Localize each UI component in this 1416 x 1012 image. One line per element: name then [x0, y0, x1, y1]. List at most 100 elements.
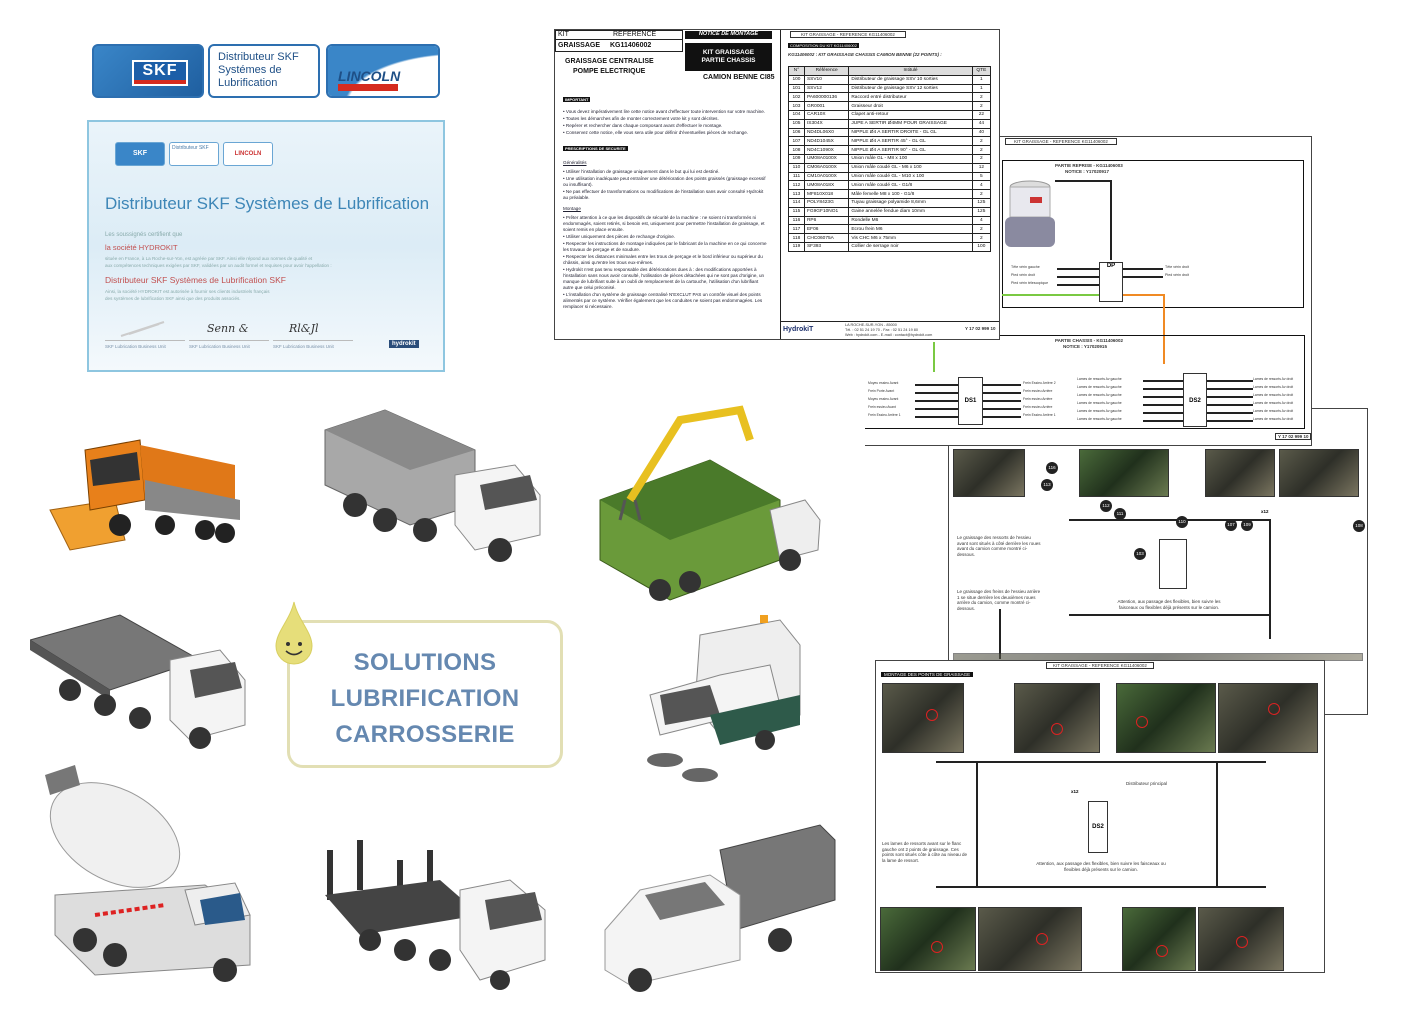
- column-header: QTE: [971, 66, 992, 76]
- table-cell: 2: [971, 101, 992, 111]
- table-cell: 116: [788, 215, 805, 226]
- signature-3: Rl&Jl: [289, 322, 319, 335]
- solutions-line: SOLUTIONS: [353, 649, 497, 676]
- ds-outlet-label: Lames de ressorts Av droit: [1253, 401, 1294, 405]
- table-cell: ND4DL06X0: [803, 127, 850, 138]
- table-cell: 110: [788, 162, 805, 173]
- notice-paragraph: • Hydrokit n'est pas tenu responsable de…: [563, 267, 765, 290]
- ds-outlet-label: Frein essieu Arrière: [1023, 405, 1053, 409]
- note: Le graissage des ressorts de l'essieu av…: [957, 535, 1041, 557]
- table-cell: 12: [971, 162, 992, 173]
- ds-outlet-label: Lames de ressorts Av droit: [1253, 409, 1294, 413]
- table-cell: 4: [971, 180, 992, 191]
- table-cell: Tuyau graissage polyamide 8,6mm: [848, 197, 973, 208]
- table-cell: Union mâle coudé GL - M6 x 100: [848, 162, 973, 173]
- page-header: KIT GRAISSAGE - REFERENCE KG11406002: [1005, 138, 1117, 145]
- flatbed-truck-image: [30, 614, 246, 749]
- hydrokit-logo: HydrokiT: [783, 326, 814, 333]
- note: Attention, aux passage des flexibles, bi…: [1036, 861, 1166, 872]
- ds-outlet-label: Lames de ressorts Av gauche: [1077, 393, 1122, 397]
- note: Attention, aux passage des flexibles, bi…: [1117, 599, 1221, 610]
- signature-1: [120, 321, 165, 337]
- reference-value: KG11406002: [610, 42, 652, 49]
- table-cell: 117: [788, 224, 805, 235]
- notice-paragraph: • Toutes les démarches afin de monter co…: [563, 116, 719, 121]
- section-title: MONTAGE DES POINTS DE GRAISSAGE: [881, 672, 974, 677]
- kit-title: KIT GRAISSAGE: [702, 49, 755, 56]
- table-cell: UM08A0100X: [803, 153, 850, 164]
- table-cell: 106: [788, 127, 805, 138]
- table-cell: Clapet anti-retour: [848, 109, 973, 120]
- signature-2: Senn &: [207, 322, 249, 335]
- certificate-title: Distributeur SKF Systèmes de Lubrificati…: [105, 194, 430, 213]
- notice-paragraph: • Une utilisation inadéquate peut entraî…: [563, 176, 766, 187]
- certificate-body: des systèmes de lubrification SKF ainsi …: [105, 296, 241, 301]
- table-cell: NIPPLE Ø4 A SERTIR DROITE - GL GL: [848, 127, 973, 138]
- part-number-marker: 112: [1100, 500, 1112, 512]
- ds-outlet-label: Lames de ressorts Av droit: [1253, 377, 1294, 381]
- ds-outlet-label: Moyeu essieu Avant: [868, 381, 899, 385]
- certificate-subtitle: Distributeur SKF Systèmes de Lubrificati…: [105, 275, 286, 285]
- table-cell: EF06: [803, 224, 850, 235]
- table-cell: 118: [788, 233, 805, 243]
- table-cell: Distributeur de graissage SSV 12 sorties: [848, 83, 973, 94]
- table-cell: 100: [788, 74, 805, 85]
- ds-outlet-label: Lames de ressorts Av gauche: [1077, 401, 1122, 405]
- main-distributor-label: Distributeur principal: [1126, 781, 1168, 786]
- solutions-box: SOLUTIONS LUBRIFICATION CARROSSERIE: [287, 620, 563, 768]
- page-header: KIT GRAISSAGE - REFERENCE KG11406002: [790, 31, 906, 38]
- table-cell: MF810X018: [803, 189, 850, 199]
- kit-label: KIT: [558, 31, 569, 38]
- lincoln-logo: LINCOLN: [326, 44, 440, 98]
- montage-heading: Montage: [563, 206, 581, 211]
- table-cell: 2: [971, 136, 992, 147]
- table-cell: 125: [971, 197, 992, 208]
- note: Le graissage des freins de l'essieu arri…: [957, 589, 1041, 611]
- signer-label: SKF Lubrication Business Unit: [189, 344, 250, 349]
- ds-outlet-label: Frein essieu Avant: [868, 405, 896, 409]
- distributor-line: Distributeur SKF: [218, 51, 299, 63]
- table-cell: 1: [971, 83, 992, 94]
- kit-value: GRAISSAGE: [558, 42, 601, 49]
- notice-page: KIT REFERENCE GRAISSAGE KG11406002 GRAIS…: [554, 29, 1000, 340]
- footer-code: Y 17 02 999 10: [1275, 433, 1311, 440]
- pickup-truck-image: [604, 824, 836, 992]
- mini-skf-logo: SKF: [115, 142, 165, 166]
- table-cell: 2: [971, 153, 992, 164]
- table-cell: IS304X: [803, 118, 850, 129]
- table-cell: UM08A018X: [803, 180, 850, 191]
- table-cell: 2: [971, 145, 992, 155]
- ds-outlet-label: Lames de ressorts Av gauche: [1077, 409, 1122, 413]
- part-number-marker: 110: [1176, 516, 1188, 528]
- column-header: Intitulé: [848, 66, 973, 76]
- table-cell: Ecrou frein M6: [848, 224, 973, 235]
- table-cell: CM10A0100X: [803, 171, 850, 182]
- notice-paragraph: • Utiliser l'installation de graissage u…: [563, 169, 720, 174]
- notice-title: NOTICE DE MONTAGE: [685, 31, 772, 39]
- subtitle: POMPE ELECTRIQUE: [573, 68, 646, 75]
- reference-label: REFERENCE: [613, 31, 657, 38]
- distributor-ds1: DS1: [958, 377, 983, 425]
- certificate-body: aux compétences techniques exigées par S…: [105, 263, 332, 268]
- table-cell: SSV10: [803, 74, 850, 85]
- part-number-marker: 113: [1041, 479, 1053, 491]
- table-cell: 22: [971, 109, 992, 120]
- table-cell: Gaine annelée fendue diam 10mm: [848, 206, 973, 217]
- table-cell: NIPPLE Ø4 A SERTIR 90° - GL GL: [848, 145, 973, 155]
- lincoln-text: LINCOLN: [338, 68, 401, 84]
- assembly-page-4: KIT GRAISSAGE - REFERENCE KG11406002 MON…: [875, 660, 1325, 973]
- table-cell: 4: [971, 215, 992, 226]
- dump-truck-image: [324, 409, 541, 562]
- footer-address: LA ROCHE-SUR-YON - 85000: [845, 323, 897, 327]
- table-cell: 109: [788, 153, 805, 164]
